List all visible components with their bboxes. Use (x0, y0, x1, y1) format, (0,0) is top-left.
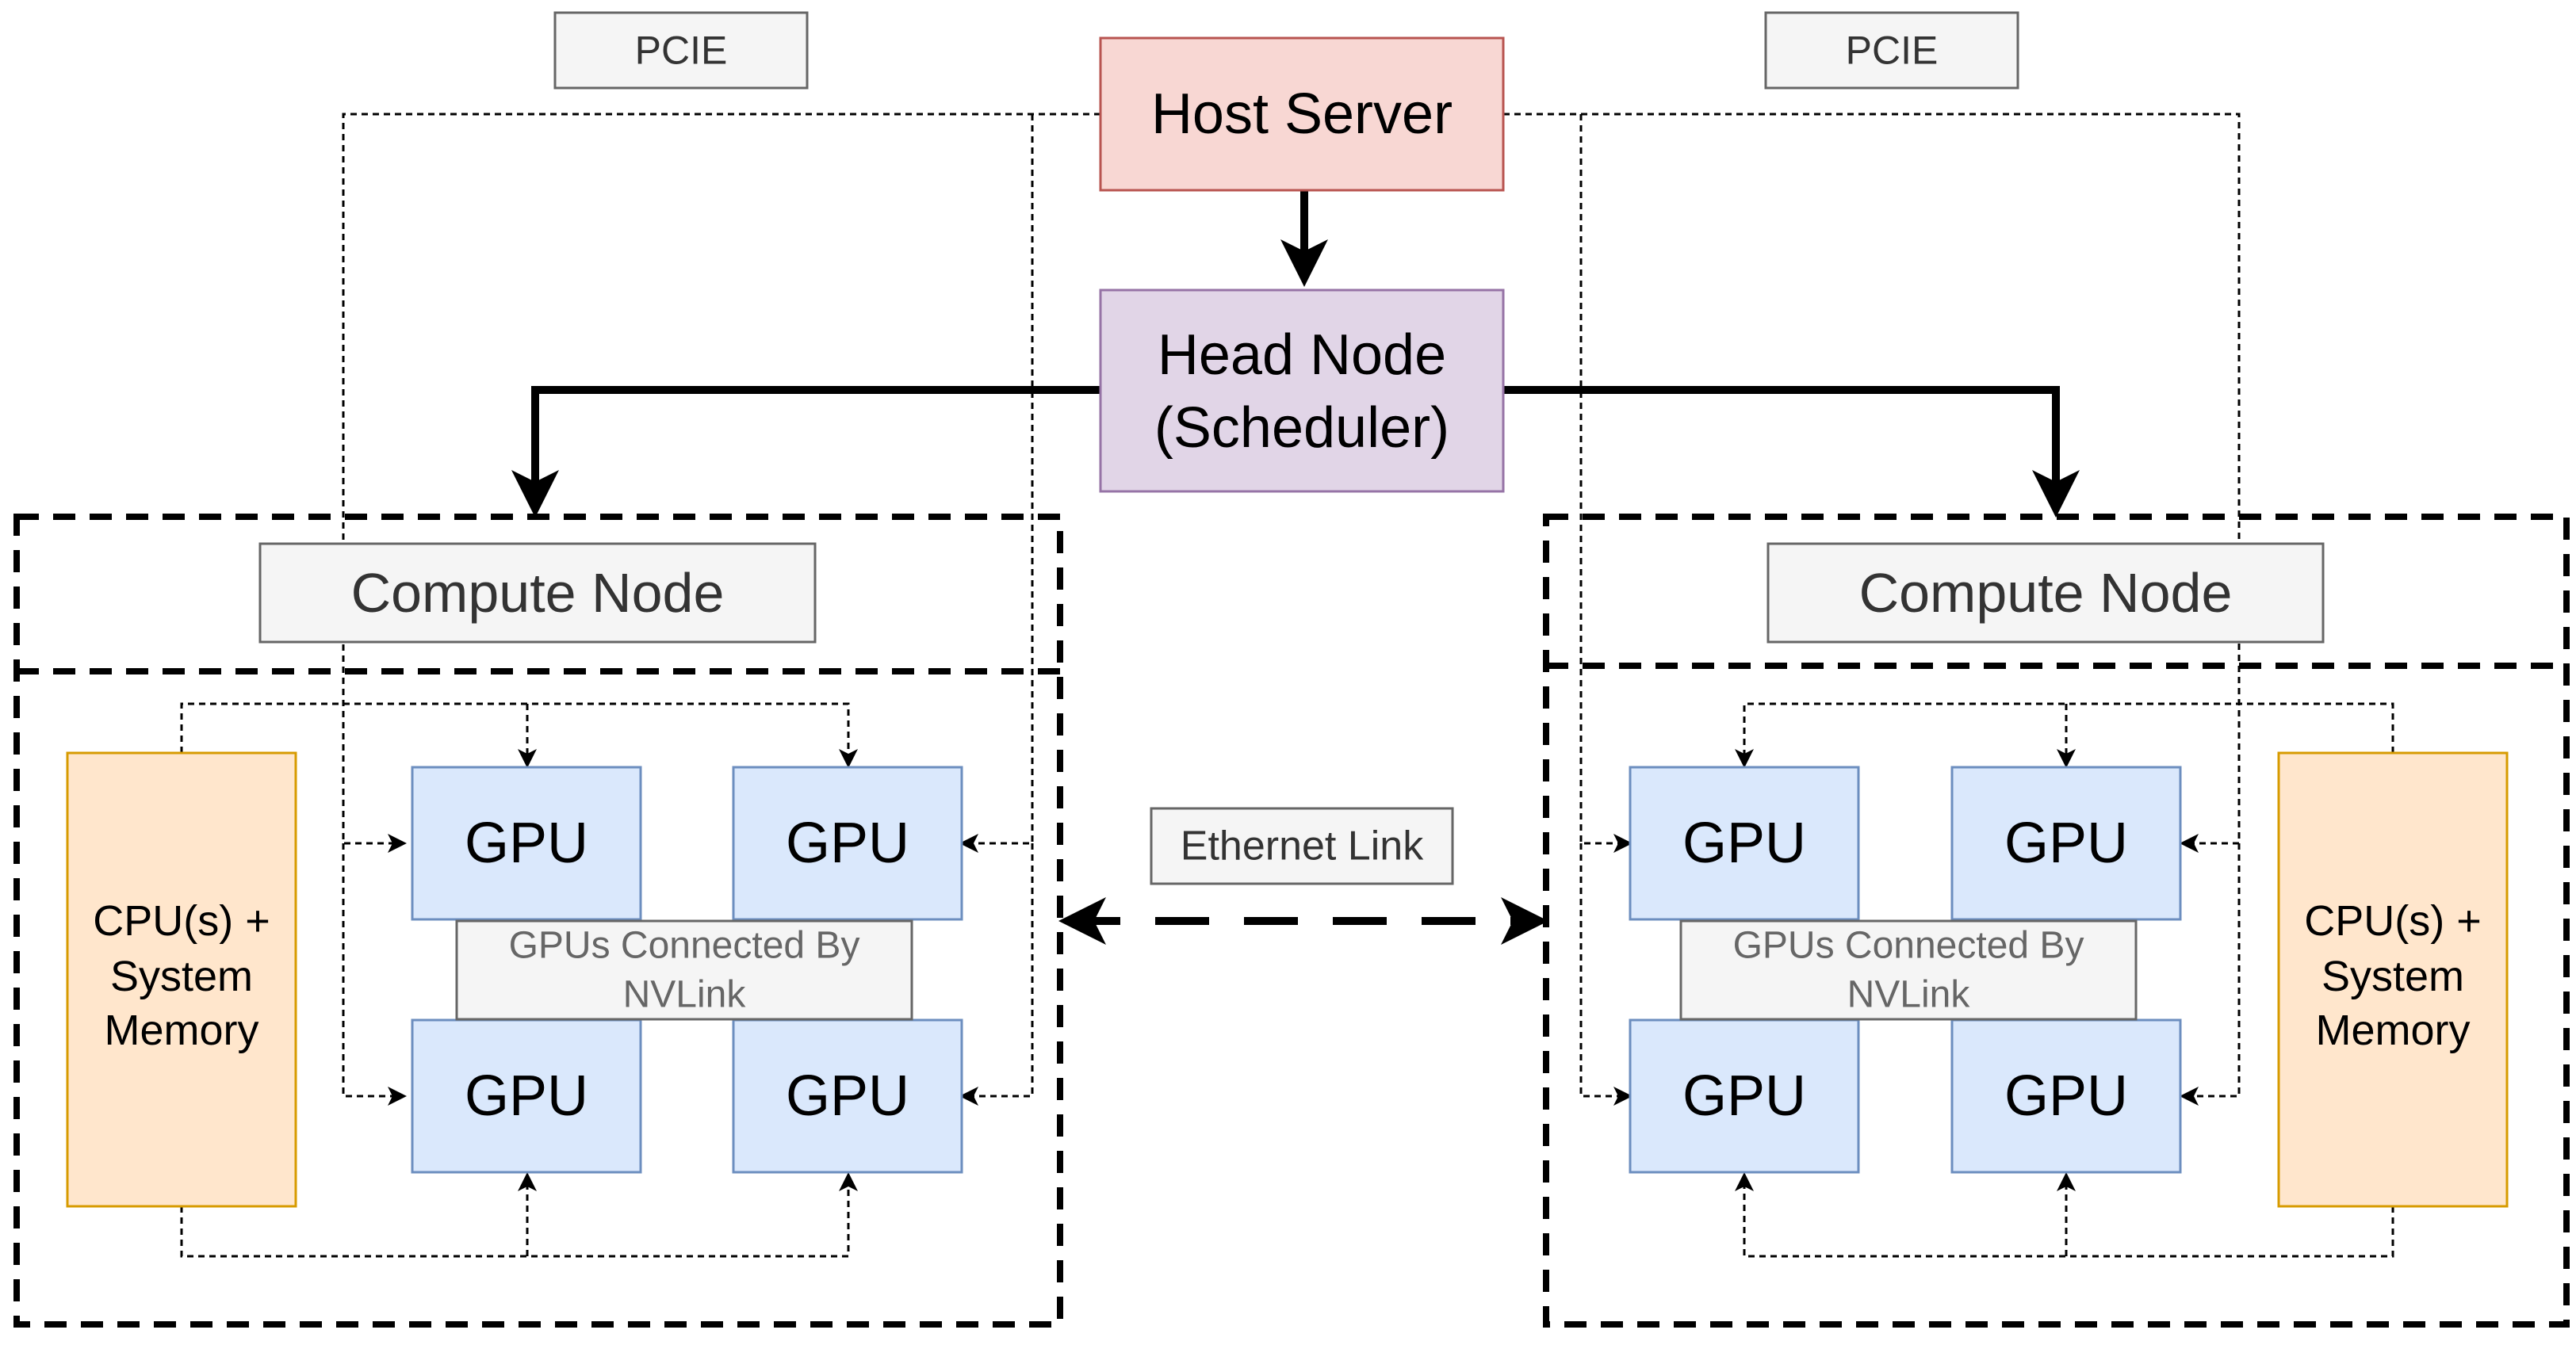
nvlink-label: NVLink (1847, 974, 1971, 1016)
pcie-label-right: PCIE (1764, 11, 2019, 90)
nvlink-label: NVLink (623, 974, 747, 1016)
compute-node-title: Compute Node (351, 562, 725, 624)
gpu-block (1629, 766, 1860, 921)
nvlink-label: GPUs Connected By (1733, 925, 2084, 967)
gpu-label: GPU (2004, 1064, 2128, 1128)
pcie-connectors (342, 113, 2241, 1106)
gpu-label: GPU (786, 812, 909, 875)
gpu-block (732, 766, 963, 921)
compute-node-left: Compute Node CPU(s) + System Memory GPU … (66, 542, 963, 1208)
gpu-label: GPU (1682, 812, 1806, 875)
head-node: Head Node (Scheduler) (1099, 288, 1505, 493)
gpu-block (411, 1018, 642, 1174)
scheduler-arrows (511, 190, 2080, 518)
nvlink-label-box (1679, 919, 2138, 1021)
cpu-memory-block (66, 751, 297, 1208)
gpu-block (1950, 1018, 2182, 1174)
ethernet-link-label: Ethernet Link (1150, 807, 1454, 885)
compute-node-title: Compute Node (1859, 562, 2233, 624)
cpu-memory-block (2277, 751, 2509, 1208)
cpu-label: Memory (2315, 1007, 2470, 1054)
cpu-label: Memory (104, 1007, 258, 1054)
cpu-label: System (110, 953, 253, 1000)
gpu-block (732, 1018, 963, 1174)
gpu-block (411, 766, 642, 921)
host-server-node: Host Server (1099, 36, 1505, 192)
pcie-label-text: PCIE (635, 29, 728, 73)
cpu-label: System (2321, 953, 2464, 1000)
compute-node-right: Compute Node CPU(s) + System Memory GPU … (1629, 542, 2509, 1208)
memory-bus-connectors (180, 702, 2394, 1258)
gpu-block (1629, 1018, 1860, 1174)
pcie-label-text: PCIE (1846, 29, 1939, 73)
host-server-label: Host Server (1151, 82, 1453, 146)
head-node-sublabel: (Scheduler) (1154, 396, 1449, 460)
nvlink-label-box (455, 919, 913, 1021)
gpu-label: GPU (465, 1064, 588, 1128)
gpu-block (1950, 766, 2182, 921)
nvlink-label: GPUs Connected By (509, 925, 860, 967)
gpu-label: GPU (1682, 1064, 1806, 1128)
cpu-label: CPU(s) + (2304, 897, 2482, 945)
ethernet-link-text: Ethernet Link (1181, 823, 1424, 869)
cpu-label: CPU(s) + (93, 897, 270, 945)
gpu-label: GPU (786, 1064, 909, 1128)
pcie-label-left: PCIE (553, 11, 809, 90)
gpu-label: GPU (2004, 812, 2128, 875)
gpu-label: GPU (465, 812, 588, 875)
head-node-label: Head Node (1158, 323, 1446, 387)
